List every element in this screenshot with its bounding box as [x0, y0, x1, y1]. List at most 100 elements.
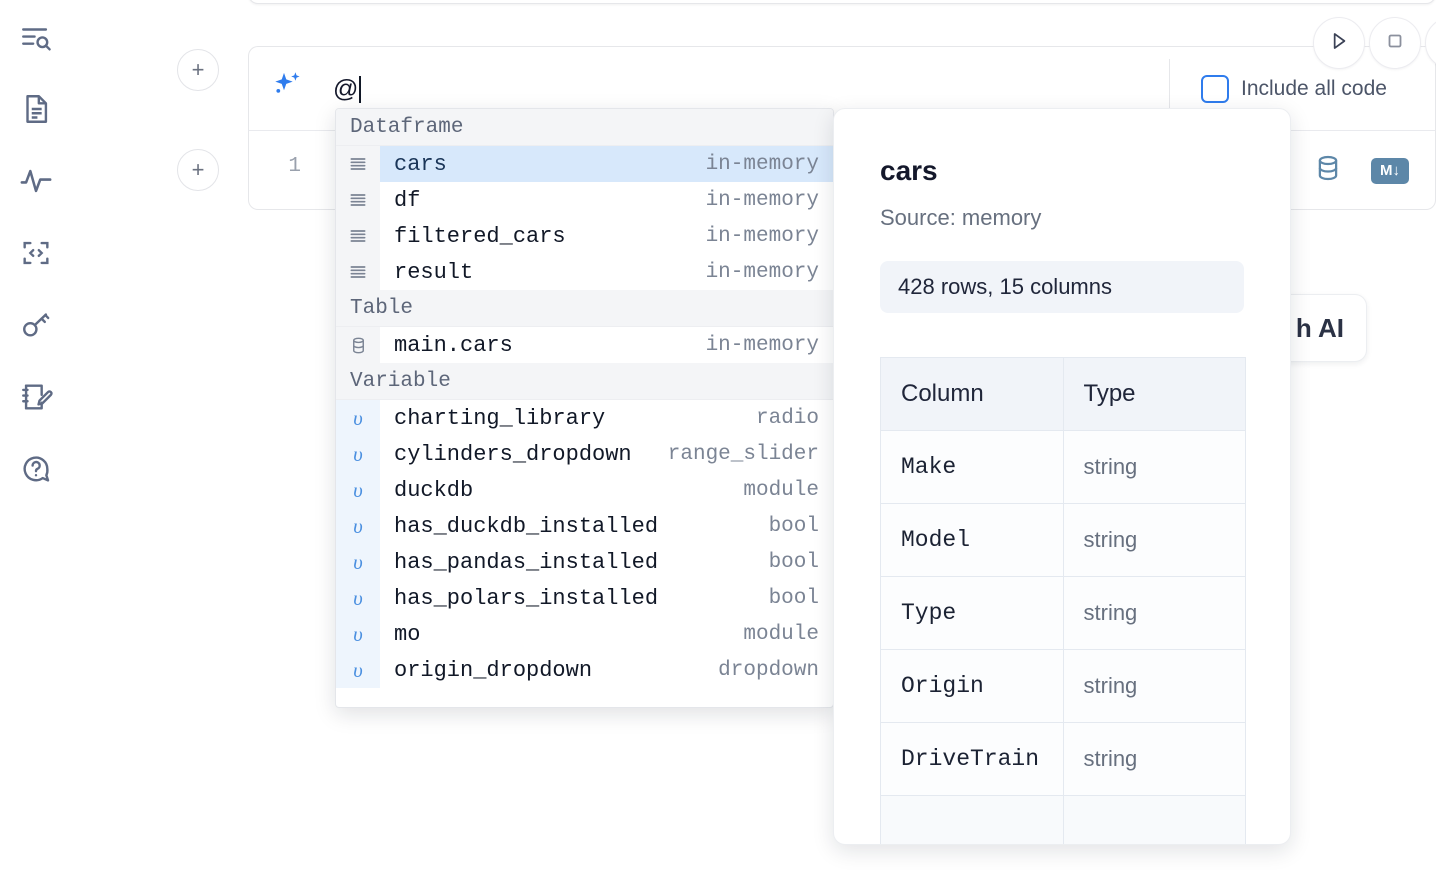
- doc-column-type: string: [1062, 722, 1246, 796]
- autocomplete-item[interactable]: cars in-memory: [336, 146, 833, 182]
- key-icon: [19, 308, 53, 342]
- autocomplete-item[interactable]: υ has_duckdb_installed bool: [336, 508, 833, 544]
- include-all-code-label: Include all code: [1241, 77, 1387, 100]
- autocomplete-item-type: module: [743, 478, 819, 502]
- lines-icon: [336, 218, 380, 254]
- markdown-icon[interactable]: M↓: [1371, 157, 1409, 184]
- doc-source: Source: memory: [880, 205, 1042, 230]
- upsilon-icon: υ: [336, 472, 380, 508]
- autocomplete-group-header: Table: [336, 290, 833, 327]
- autocomplete-item-name: origin_dropdown: [394, 657, 593, 683]
- include-all-code-row[interactable]: Include all code: [1201, 47, 1387, 131]
- autocomplete-item-name: has_pandas_installed: [394, 549, 659, 575]
- lines-icon: [336, 146, 380, 182]
- autocomplete-item-name: has_polars_installed: [394, 585, 659, 611]
- doc-column-name: Model: [880, 503, 1064, 577]
- autocomplete-item-type: in-memory: [705, 224, 819, 248]
- database-icon[interactable]: [1313, 153, 1343, 188]
- sidebar-item-notebook-file[interactable]: [12, 85, 60, 133]
- autocomplete-item-name: has_duckdb_installed: [394, 513, 659, 539]
- doc-table-header-cell: Type: [1062, 357, 1246, 431]
- toolbar-divider: [1169, 59, 1170, 119]
- play-icon: [1326, 28, 1352, 59]
- autocomplete-item-type: in-memory: [705, 333, 819, 357]
- autocomplete-item-type: range_slider: [667, 442, 819, 466]
- lines-icon: [336, 182, 380, 218]
- add-cell-above-button[interactable]: +: [177, 49, 219, 91]
- upsilon-icon: υ: [336, 652, 380, 688]
- autocomplete-item-name: filtered_cars: [394, 223, 566, 249]
- autocomplete-item-type: bool: [768, 514, 819, 538]
- upsilon-icon: υ: [336, 436, 380, 472]
- generate-with-ai-label: h AI: [1295, 312, 1344, 343]
- sidebar-item-snippets[interactable]: [12, 229, 60, 277]
- doc-column-type: string: [1062, 649, 1246, 723]
- autocomplete-item-type: in-memory: [705, 188, 819, 212]
- doc-column-type: [1062, 795, 1246, 844]
- sidebar-item-explore-search[interactable]: [12, 14, 60, 62]
- notebook-pencil-icon: [19, 380, 53, 414]
- left-icon-rail: [0, 0, 72, 874]
- ai-prompt-input[interactable]: @: [333, 47, 1015, 131]
- sidebar-item-help[interactable]: [12, 445, 60, 493]
- ai-prompt-value: @: [333, 74, 359, 103]
- autocomplete-group-header: Dataframe: [336, 109, 833, 146]
- autocomplete-item-type: dropdown: [718, 658, 819, 682]
- autocomplete-item-type: in-memory: [705, 260, 819, 284]
- sidebar-item-secrets[interactable]: [12, 301, 60, 349]
- autocomplete-item[interactable]: result in-memory: [336, 254, 833, 290]
- autocomplete-item-name: result: [394, 259, 474, 285]
- documentation-panel: cars Source: memory 428 rows, 15 columns…: [833, 108, 1291, 845]
- autocomplete-item[interactable]: υ origin_dropdown dropdown: [336, 652, 833, 688]
- doc-table-row-clipped: [880, 795, 1246, 844]
- doc-column-name: Origin: [880, 649, 1064, 723]
- cell-action-icons: M↓: [1313, 153, 1409, 188]
- plus-icon: +: [191, 157, 205, 182]
- run-cell-button[interactable]: [1313, 17, 1365, 69]
- doc-column-type: string: [1062, 430, 1246, 504]
- sidebar-item-activity[interactable]: [12, 157, 60, 205]
- autocomplete-item-name: cars: [394, 151, 447, 177]
- autocomplete-item-name: cylinders_dropdown: [394, 441, 632, 467]
- code-brackets-icon: [19, 236, 53, 270]
- doc-title: cars: [880, 155, 938, 186]
- autocomplete-item[interactable]: main.cars in-memory: [336, 327, 833, 363]
- chat-question-icon: [19, 452, 53, 486]
- doc-column-name: Make: [880, 430, 1064, 504]
- autocomplete-item-type: bool: [768, 586, 819, 610]
- sidebar-item-scratchpad[interactable]: [12, 373, 60, 421]
- doc-table-header-cell: Column: [880, 357, 1064, 431]
- autocomplete-item[interactable]: υ cylinders_dropdown range_slider: [336, 436, 833, 472]
- autocomplete-item-type: in-memory: [705, 152, 819, 176]
- text-caret: [359, 75, 362, 103]
- autocomplete-item[interactable]: filtered_cars in-memory: [336, 218, 833, 254]
- ai-sparkle-icon: [269, 69, 305, 105]
- upsilon-icon: υ: [336, 508, 380, 544]
- autocomplete-item-name: main.cars: [394, 332, 513, 358]
- upsilon-icon: υ: [336, 616, 380, 652]
- add-cell-below-button[interactable]: +: [177, 149, 219, 191]
- include-all-code-checkbox[interactable]: [1201, 75, 1229, 103]
- doc-shape-badge: 428 rows, 15 columns: [880, 261, 1244, 313]
- stop-cell-button[interactable]: [1369, 17, 1421, 69]
- lines-icon: [336, 254, 380, 290]
- autocomplete-item-type: bool: [768, 550, 819, 574]
- autocomplete-group-header: Variable: [336, 363, 833, 400]
- line-number: 1: [288, 155, 301, 178]
- doc-column-name: DriveTrain: [880, 722, 1064, 796]
- stop-icon: [1383, 29, 1407, 58]
